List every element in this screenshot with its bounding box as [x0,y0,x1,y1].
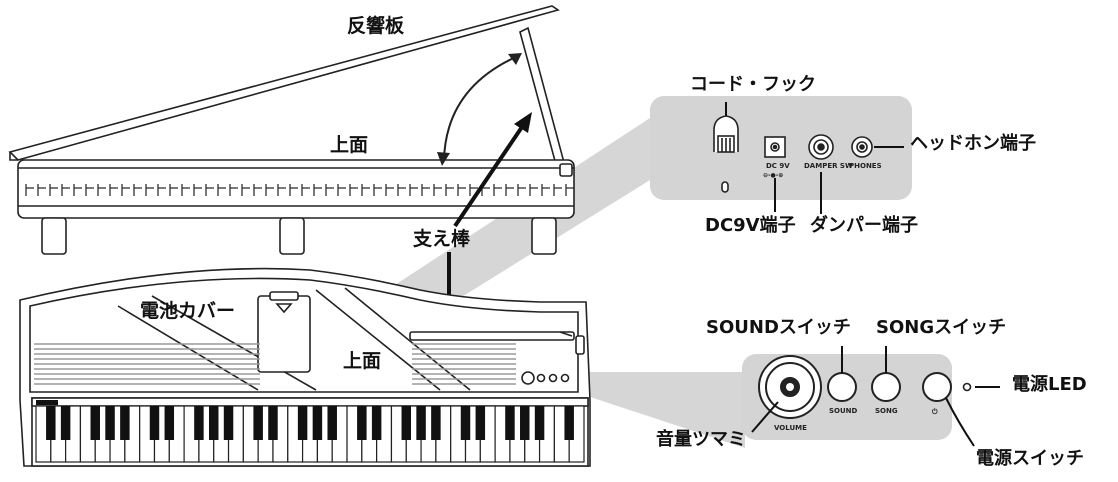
front-callout-wedge [575,372,745,448]
black-key [223,406,234,440]
black-key [297,406,308,440]
label-power-led: 電源LED [1012,374,1087,395]
rod-pointer-arrow [453,122,526,228]
black-key [46,406,56,440]
black-key [564,406,574,440]
label-reflector: 反響板 [347,15,405,37]
leg-left [41,217,67,255]
label-top-face-lower: 上面 [343,350,382,372]
white-keys [35,405,585,463]
label-battery-cover: 電池カバー [140,300,236,322]
black-key [475,406,486,440]
black-key [534,406,545,440]
front-leader-lines [751,346,1000,447]
black-key [164,406,175,440]
leg-middle [279,217,305,255]
black-key [149,406,160,440]
black-key [520,406,530,440]
damper-jack-text: DAMPER SW [804,162,853,170]
reflector-lid [8,5,560,161]
rear-leader-lines [725,102,904,214]
black-key [120,406,130,440]
black-keys [46,406,574,440]
dc-polarity-glyph: ⊖-●-⊕ [763,172,783,179]
black-key [505,406,515,440]
speaker-grille [34,343,516,385]
rear-panel-detail [713,115,873,193]
black-key [253,406,263,440]
black-key [401,406,412,440]
brand-strip [36,400,58,405]
front-panel-detail [758,355,972,419]
black-key [357,406,367,440]
song-switch-icon [871,372,901,402]
side-keys [25,184,574,196]
label-support-rod: 支え棒 [413,228,471,250]
black-key [416,406,426,440]
black-key [431,406,441,440]
black-key [460,406,471,440]
label-song-switch: SONGスイッチ [876,317,1007,338]
black-key [90,406,100,440]
black-key [268,406,278,440]
phones-jack-text: PHONES [849,162,882,170]
power-switch-icon [922,372,952,402]
power-symbol: ⏻ [932,408,938,416]
song-text: SONG [875,407,898,415]
label-headphone-jack: ヘッドホン端子 [910,133,1036,154]
rod-storage-slot [409,331,575,341]
label-sound-switch: SOUNDスイッチ [706,317,851,338]
label-cord-hook: コード・フック [690,74,816,95]
black-key [208,406,219,440]
dc-jack-text: DC 9V [766,162,790,170]
black-key [60,406,71,440]
support-rod [519,26,567,173]
leg-right [531,217,557,255]
label-volume-knob: 音量ツマミ [656,429,746,450]
label-power-switch: 電源スイッチ [976,448,1084,469]
black-key [327,406,337,440]
lid-angle-arrow [443,55,519,161]
label-top-face-upper: 上面 [330,134,369,156]
black-key [312,406,323,440]
side-view-piano [8,5,575,255]
black-key [105,406,115,440]
black-key [194,406,204,440]
black-key [371,406,382,440]
label-damper-jack: ダンパー端子 [810,215,918,236]
power-led-icon [962,382,972,392]
label-dc9v-jack: DC9V端子 [705,215,796,236]
volume-text: VOLUME [774,424,807,432]
sound-switch-icon [827,372,857,402]
sound-text: SOUND [829,407,858,415]
